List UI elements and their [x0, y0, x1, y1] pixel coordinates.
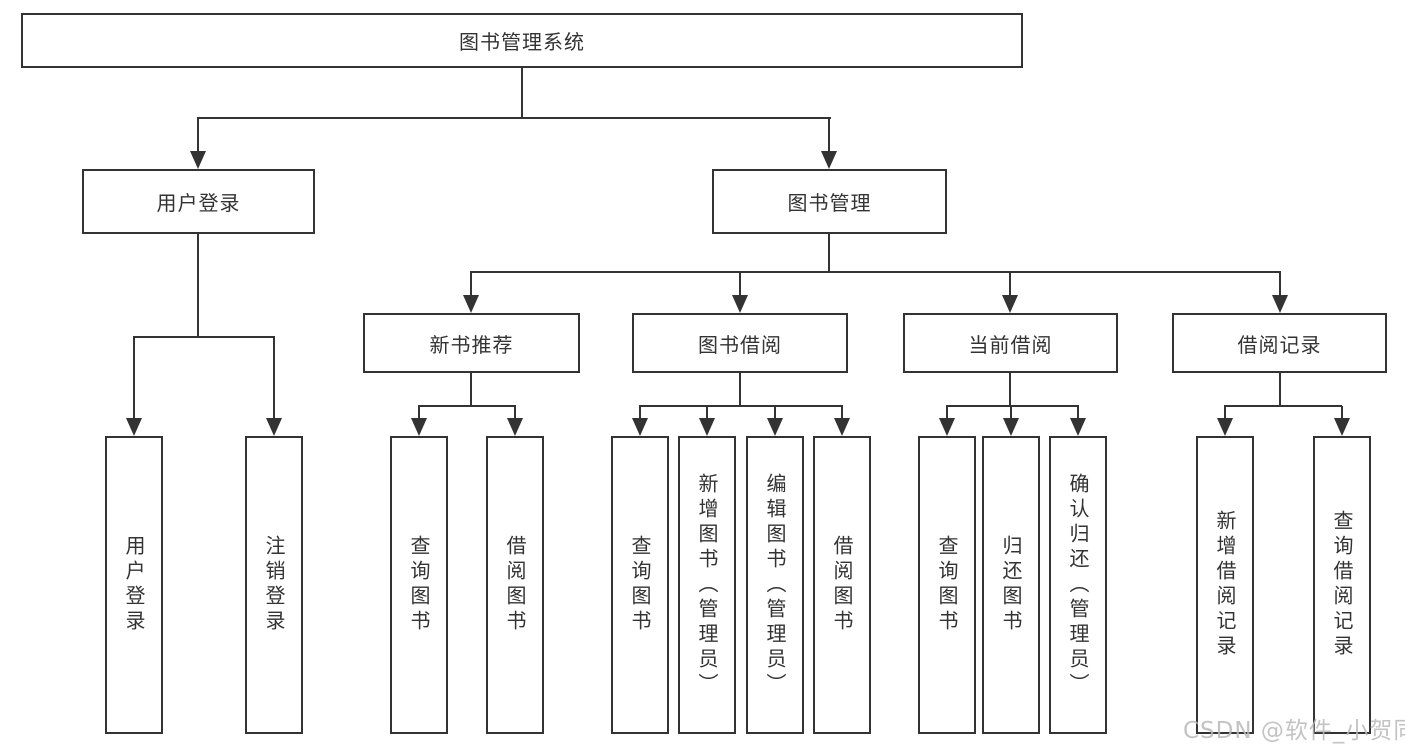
- edge-root-branch: [197, 117, 831, 119]
- leaf-br-query-record-label: 查询借阅记录: [1330, 510, 1354, 660]
- leaf-user-login: 用户登录: [105, 436, 163, 734]
- edge-root-stub: [521, 68, 523, 118]
- edge-to-br-query: [1341, 406, 1343, 419]
- leaf-cb-query-book: 查询图书: [918, 436, 976, 734]
- edge-book-mgmt-stub: [828, 234, 830, 272]
- leaf-cb-return-book: 归还图书: [982, 436, 1040, 734]
- edge-book-borrow-branch: [639, 405, 843, 407]
- leaf-bb-edit-book: 编辑图书（管理员）: [746, 436, 804, 734]
- edge-to-bb-query: [639, 406, 641, 419]
- arrow-book-mgmt-icon: [821, 151, 837, 169]
- edge-to-leaf-logout: [273, 337, 275, 419]
- edge-to-new-book-rec: [470, 272, 472, 296]
- edge-to-leaf-user-login: [133, 337, 135, 419]
- edge-to-br-add: [1224, 406, 1226, 419]
- leaf-bb-borrow-book: 借阅图书: [813, 436, 871, 734]
- arrow-cb-query-icon: [939, 418, 955, 436]
- leaf-logout: 注销登录: [245, 436, 303, 734]
- node-borrow-record-label: 借阅记录: [1237, 332, 1322, 357]
- leaf-br-add-record: 新增借阅记录: [1196, 436, 1254, 734]
- edge-borrow-record-branch: [1224, 405, 1342, 407]
- edge-to-rec-query: [418, 406, 420, 419]
- edge-to-borrow-record: [1279, 272, 1281, 296]
- edge-to-bb-borrow: [841, 406, 843, 419]
- edge-user-login-stub: [197, 234, 199, 338]
- node-book-borrow-label: 图书借阅: [698, 332, 782, 357]
- arrow-bb-edit-icon: [767, 418, 783, 436]
- leaf-user-login-label: 用户登录: [122, 535, 146, 635]
- arrow-bb-query-icon: [632, 418, 648, 436]
- edge-borrow-record-stub: [1279, 373, 1281, 407]
- arrow-cb-return-icon: [1003, 418, 1019, 436]
- node-borrow-record: 借阅记录: [1172, 313, 1387, 373]
- node-book-borrow: 图书借阅: [632, 313, 848, 373]
- arrow-rec-query-icon: [411, 418, 427, 436]
- node-book-mgmt: 图书管理: [712, 169, 947, 234]
- arrow-leaf-user-login-icon: [126, 418, 142, 436]
- node-book-mgmt-label: 图书管理: [787, 191, 872, 215]
- edge-to-book-mgmt: [828, 118, 830, 152]
- edge-user-login-branch: [133, 336, 275, 338]
- leaf-br-query-record: 查询借阅记录: [1313, 436, 1371, 734]
- edge-to-user-login: [197, 118, 199, 152]
- edge-to-cb-query: [946, 406, 948, 419]
- arrow-bb-borrow-icon: [834, 418, 850, 436]
- leaf-bb-edit-book-label: 编辑图书（管理员）: [763, 472, 787, 698]
- node-new-book-rec-label: 新书推荐: [429, 332, 514, 357]
- leaf-cb-return-book-label: 归还图书: [999, 535, 1023, 635]
- arrow-rec-borrow-icon: [507, 418, 523, 436]
- leaf-bb-add-book: 新增图书（管理员）: [678, 436, 736, 734]
- arrow-borrow-record-icon: [1272, 295, 1288, 313]
- csdn-watermark: CSDN @软件_小贺同学: [1183, 718, 1405, 744]
- arrow-book-borrow-icon: [732, 295, 748, 313]
- leaf-cb-confirm-return-label: 确认归还（管理员）: [1066, 472, 1090, 698]
- node-new-book-rec: 新书推荐: [363, 313, 580, 373]
- leaf-br-add-record-label: 新增借阅记录: [1213, 510, 1237, 660]
- arrow-cb-confirm-icon: [1070, 418, 1086, 436]
- leaf-rec-borrow-book-label: 借阅图书: [503, 535, 527, 635]
- edge-current-borrow-stub: [1009, 373, 1011, 407]
- edge-new-book-rec-stub: [470, 373, 472, 407]
- leaf-rec-query-book-label: 查询图书: [407, 535, 431, 635]
- node-user-login-label: 用户登录: [156, 191, 241, 215]
- leaf-bb-borrow-book-label: 借阅图书: [830, 535, 854, 635]
- leaf-bb-query-book-label: 查询图书: [628, 535, 652, 635]
- leaf-rec-borrow-book: 借阅图书: [486, 436, 544, 734]
- edge-to-rec-borrow: [514, 406, 516, 419]
- edge-book-borrow-stub: [739, 373, 741, 407]
- edge-to-bb-edit: [774, 406, 776, 419]
- node-root-label: 图书管理系统: [459, 30, 585, 54]
- leaf-cb-confirm-return: 确认归还（管理员）: [1049, 436, 1107, 734]
- node-user-login: 用户登录: [82, 169, 315, 234]
- arrow-br-add-icon: [1217, 418, 1233, 436]
- leaf-bb-add-book-label: 新增图书（管理员）: [695, 472, 719, 698]
- arrow-user-login-icon: [190, 151, 206, 169]
- edge-to-bb-add: [706, 406, 708, 419]
- arrow-bb-add-icon: [699, 418, 715, 436]
- edge-to-cb-return: [1010, 406, 1012, 419]
- edge-book-mgmt-branch: [470, 271, 1281, 273]
- edge-to-book-borrow: [739, 272, 741, 296]
- leaf-bb-query-book: 查询图书: [611, 436, 669, 734]
- node-root: 图书管理系统: [21, 13, 1023, 68]
- edge-new-book-rec-branch: [418, 405, 516, 407]
- arrow-current-borrow-icon: [1002, 295, 1018, 313]
- node-current-borrow-label: 当前借阅: [968, 332, 1053, 357]
- node-current-borrow: 当前借阅: [903, 313, 1118, 373]
- arrow-leaf-logout-icon: [266, 418, 282, 436]
- leaf-rec-query-book: 查询图书: [390, 436, 448, 734]
- edge-to-current-borrow: [1009, 272, 1011, 296]
- edge-current-borrow-branch: [946, 405, 1079, 407]
- leaf-logout-label: 注销登录: [262, 535, 286, 635]
- edge-to-cb-confirm: [1077, 406, 1079, 419]
- arrow-new-book-rec-icon: [463, 295, 479, 313]
- leaf-cb-query-book-label: 查询图书: [935, 535, 959, 635]
- arrow-br-query-icon: [1334, 418, 1350, 436]
